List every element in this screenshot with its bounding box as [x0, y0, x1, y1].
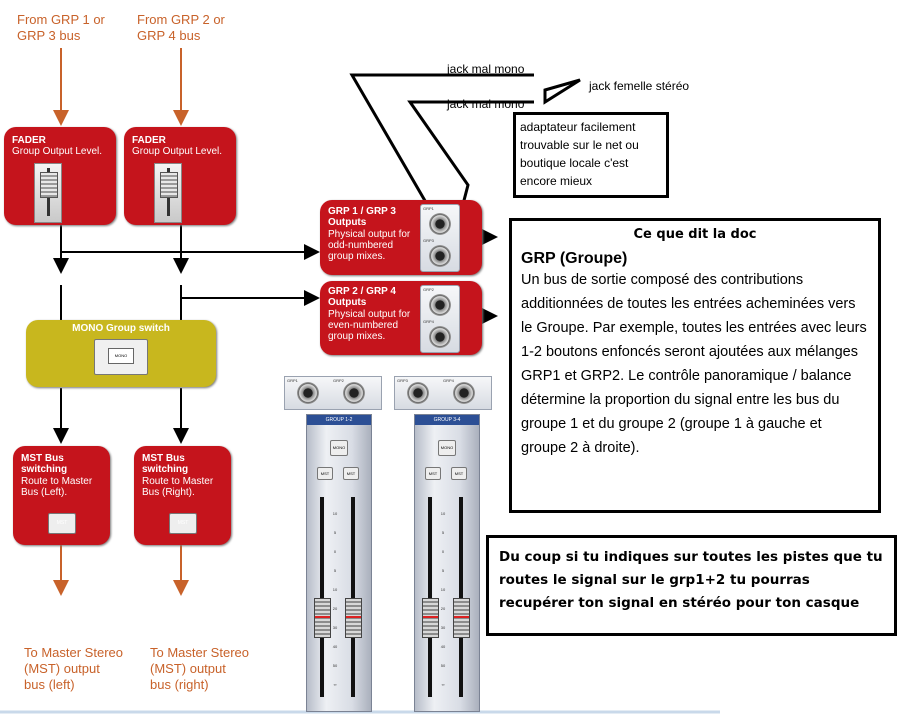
fader-scale-label: 40 — [440, 644, 446, 649]
bottom-note: Du coup si tu indiques sur toutes les pi… — [486, 535, 897, 636]
fader-scale-label: 30 — [440, 625, 446, 630]
fader-scale-label: 50 — [440, 663, 446, 668]
fader-scale-label: 5 — [441, 530, 445, 535]
hw-jack-grp1[interactable] — [297, 382, 319, 404]
strip-header-group34: GROUP 3-4 — [415, 415, 479, 425]
fader-scale-label: 30 — [332, 625, 338, 630]
hw-jack-grp4[interactable] — [453, 382, 475, 404]
fader-scale-label: 10 — [440, 587, 446, 592]
fader-box-left: FADER Group Output Level. — [4, 127, 116, 225]
mst-button-right[interactable]: MST — [169, 513, 197, 534]
outputs13-title: GRP 1 / GRP 3 Outputs — [328, 206, 396, 228]
strip-mono-button[interactable]: MONO — [438, 440, 456, 456]
fader-title: FADER — [12, 135, 46, 146]
jack-grp2-label: GRP2 — [423, 287, 434, 292]
outputs-box-grp24: GRP 2 / GRP 4 Outputs Physical output fo… — [320, 281, 482, 355]
fader-scale-label: 20 — [332, 606, 338, 611]
strip-mst-button-l[interactable]: MST — [317, 467, 333, 480]
mst-button-left[interactable]: MST — [48, 513, 76, 534]
fader-scale-label: 10 — [440, 511, 446, 516]
mono-button-label: MONO — [108, 348, 134, 364]
hw-jack-grp3[interactable] — [407, 382, 429, 404]
dest-label-left: To Master Stereo (MST) output bus (left) — [24, 645, 123, 692]
fader-scale-label: 5 — [441, 568, 445, 573]
outputs13-subtitle: Physical output for odd-numbered group m… — [328, 229, 411, 262]
strip-mst-button-l[interactable]: MST — [425, 467, 441, 480]
doc-note-box: Ce que dit la doc GRP (Groupe) Un bus de… — [509, 218, 881, 513]
jack-grp4[interactable] — [429, 326, 451, 348]
hw-jack-panel-grp12: GRP1 GRP2 — [284, 376, 382, 410]
outputs24-subtitle: Physical output for even-numbered group … — [328, 309, 411, 342]
mono-switch-title: MONO Group switch — [72, 323, 170, 334]
jack-grp3[interactable] — [429, 245, 451, 267]
jack-grp2[interactable] — [429, 294, 451, 316]
mst-subtitle-right: Route to Master Bus (Right). — [142, 476, 214, 498]
input-label-grp13: From GRP 1 or GRP 3 bus — [17, 12, 105, 43]
strip-mono-button[interactable]: MONO — [330, 440, 348, 456]
hw-jack-grp3-label: GRP3 — [397, 378, 408, 383]
mst-title: MST Bus switching — [142, 453, 189, 475]
jack-grp4-label: GRP4 — [423, 319, 434, 324]
fader-icon — [34, 163, 62, 223]
jack-grp1[interactable] — [429, 213, 451, 235]
outputs24-title: GRP 2 / GRP 4 Outputs — [328, 286, 396, 308]
doc-header: Ce que dit la doc — [633, 227, 757, 242]
mono-button-icon[interactable]: MONO — [94, 339, 148, 375]
jack-grp1-label: GRP1 — [423, 206, 434, 211]
fader-title: FADER — [132, 135, 166, 146]
fader-cap-group12-l[interactable] — [314, 598, 331, 638]
fader-scale-label: 0 — [441, 549, 445, 554]
strip-mst-button-r[interactable]: MST — [451, 467, 467, 480]
hw-jack-grp2[interactable] — [343, 382, 365, 404]
fader-cap-group34-r[interactable] — [453, 598, 470, 638]
fader-scale-label: ∞ — [333, 682, 337, 687]
fader-scale-label: 40 — [332, 644, 338, 649]
fader-box-right: FADER Group Output Level. — [124, 127, 236, 225]
dest-label-right: To Master Stereo (MST) output bus (right… — [150, 645, 249, 692]
fader-scale-label: 10 — [332, 511, 338, 516]
fader-cap-group34-l[interactable] — [422, 598, 439, 638]
hw-jack-grp1-label: GRP1 — [287, 378, 298, 383]
fader-icon — [154, 163, 182, 223]
input-label-grp24: From GRP 2 or GRP 4 bus — [137, 12, 225, 43]
mono-group-switch-box: MONO Group switch MONO — [26, 320, 216, 387]
fader-subtitle: Group Output Level. — [12, 146, 103, 157]
mst-box-right: MST Bus switching Route to Master Bus (R… — [134, 446, 231, 545]
jack-female-stereo-label: jack femelle stéréo — [589, 79, 690, 93]
fader-cap-group12-r[interactable] — [345, 598, 362, 638]
adapter-note: adaptateur facilement trouvable sur le n… — [513, 112, 669, 198]
hw-jack-grp2-label: GRP2 — [333, 378, 344, 383]
jack-male-mono-label-bottom: jack mal mono — [447, 97, 525, 111]
fader-scale-label: 0 — [333, 549, 337, 554]
fader-scale-label: 20 — [440, 606, 446, 611]
fader-scale-label: 50 — [332, 663, 338, 668]
fader-scale-label: ∞ — [441, 682, 445, 687]
strip-header-group12: GROUP 1-2 — [307, 415, 371, 425]
mst-button-label: MST — [56, 520, 68, 526]
mst-title: MST Bus switching — [21, 453, 68, 475]
hw-jack-panel-grp34: GRP3 GRP4 — [394, 376, 492, 410]
outputs-box-grp13: GRP 1 / GRP 3 Outputs Physical output fo… — [320, 200, 482, 275]
fader-subtitle: Group Output Level. — [132, 146, 223, 157]
fader-scale-label: 10 — [332, 587, 338, 592]
mst-subtitle-left: Route to Master Bus (Left). — [21, 476, 93, 498]
hw-jack-grp4-label: GRP4 — [443, 378, 454, 383]
jack-grp3-label: GRP3 — [423, 238, 434, 243]
doc-body: Un bus de sortie composé des contributio… — [521, 272, 867, 456]
fader-scale-label: 5 — [333, 568, 337, 573]
doc-title: GRP (Groupe) — [521, 250, 628, 267]
strip-mst-button-r[interactable]: MST — [343, 467, 359, 480]
mst-button-label: MST — [177, 520, 189, 526]
jack-male-mono-label-top: jack mal mono — [447, 62, 525, 76]
fader-scale-label: 5 — [333, 530, 337, 535]
mst-box-left: MST Bus switching Route to Master Bus (L… — [13, 446, 110, 545]
